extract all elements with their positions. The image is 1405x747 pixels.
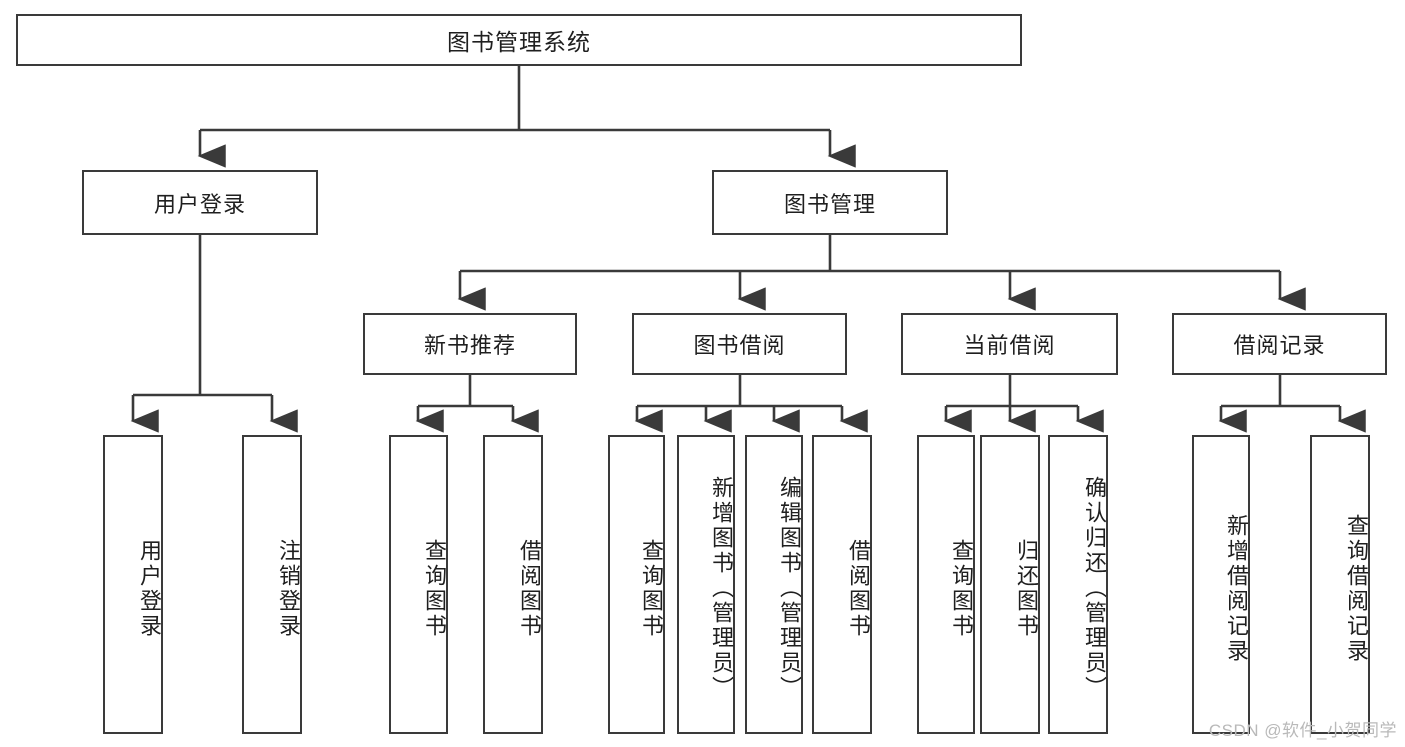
node-leaf-query-borrow-record[interactable]: 查询借阅记录 [1310,435,1370,734]
node-level3-new-book-recommend[interactable]: 新书推荐 [363,313,577,375]
node-leaf-query-books-borrow[interactable]: 查询图书 [608,435,665,734]
node-leaf-borrow-books[interactable]: 借阅图书 [812,435,872,734]
node-leaf-add-borrow-record[interactable]: 新增借阅记录 [1192,435,1250,734]
node-root[interactable]: 图书管理系统 [16,14,1022,66]
node-level3-borrow-records[interactable]: 借阅记录 [1172,313,1387,375]
node-leaf-query-books-current[interactable]: 查询图书 [917,435,975,734]
node-leaf-add-book-admin[interactable]: 新增图书（管理员） [677,435,735,734]
node-leaf-edit-book-admin[interactable]: 编辑图书（管理员） [745,435,803,734]
node-level2-user-login[interactable]: 用户登录 [82,170,318,235]
node-leaf-logout[interactable]: 注销登录 [242,435,302,734]
node-leaf-query-books-recommend[interactable]: 查询图书 [389,435,448,734]
node-leaf-user-login[interactable]: 用户登录 [103,435,163,734]
node-level2-book-management[interactable]: 图书管理 [712,170,948,235]
node-leaf-confirm-return-admin[interactable]: 确认归还（管理员） [1048,435,1108,734]
node-level3-book-borrow[interactable]: 图书借阅 [632,313,847,375]
node-leaf-return-books[interactable]: 归还图书 [980,435,1040,734]
node-level3-current-borrow[interactable]: 当前借阅 [901,313,1118,375]
node-leaf-borrow-books-recommend[interactable]: 借阅图书 [483,435,543,734]
